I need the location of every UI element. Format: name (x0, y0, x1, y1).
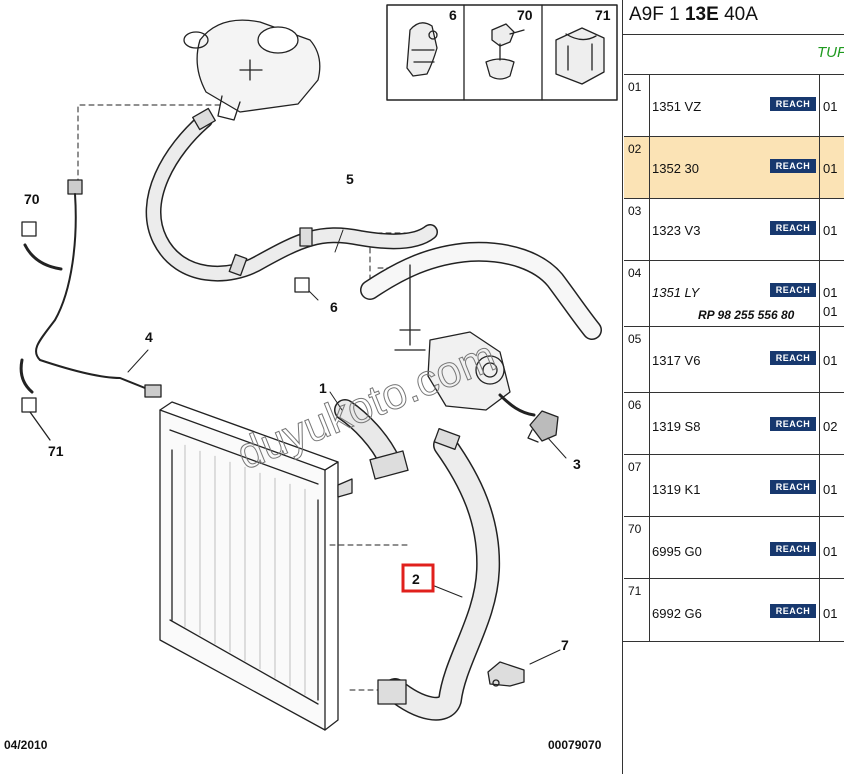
part-row-02[interactable]: 02 1352 30 REACH 01 (624, 136, 844, 198)
row-number: 04 (628, 266, 642, 280)
part-reference[interactable]: 6992 G6 (652, 606, 702, 621)
inset-label-70: 70 (517, 7, 533, 23)
sensor-harness (19, 179, 162, 398)
part-row-06[interactable]: 06 1319 S8 REACH 02 (624, 392, 844, 454)
row-number: 07 (628, 460, 642, 474)
reach-badge[interactable]: REACH (770, 417, 816, 431)
diagram-reference: 00079070 (548, 738, 602, 752)
quantity: 01 (823, 482, 838, 497)
callout-70[interactable]: 70 (24, 191, 40, 207)
outlet-pipe (360, 241, 602, 351)
part-row-71[interactable]: 71 6992 G6 REACH 01 (624, 578, 844, 641)
hose-clamps (192, 107, 313, 277)
title-suffix: 40A (718, 4, 758, 25)
row-number: 70 (628, 522, 642, 536)
part-reference[interactable]: 1319 K1 (652, 482, 701, 497)
part-reference[interactable]: 1352 30 (652, 161, 699, 176)
part-row-03[interactable]: 03 1323 V3 REACH 01 (624, 198, 844, 260)
row-number: 03 (628, 204, 642, 218)
row-number: 06 (628, 398, 642, 412)
reach-badge[interactable]: REACH (770, 604, 816, 618)
quantity: 01 (823, 223, 838, 238)
callout-6[interactable]: 6 (330, 299, 338, 315)
inset-label-71: 71 (595, 7, 611, 23)
quantity: 01 (823, 285, 838, 300)
exploded-view-drawing: duyukoto.com 5 6 4 1 3 2 7 70 71 6 70 71 (19, 4, 618, 731)
reach-badge[interactable]: REACH (770, 542, 816, 556)
parts-diagram: duyukoto.com 5 6 4 1 3 2 7 70 71 6 70 71… (4, 4, 618, 752)
quantity: 01 (823, 353, 838, 368)
callout-5[interactable]: 5 (346, 171, 354, 187)
reach-badge[interactable]: REACH (770, 221, 816, 235)
divider (623, 641, 844, 642)
callout-4[interactable]: 4 (145, 329, 153, 345)
diagram-date: 04/2010 (4, 738, 48, 752)
parts-list-panel: A9F 1 13E 40A TUF 01 1351 VZ REACH 01 02… (622, 0, 844, 774)
row-number: 01 (628, 80, 642, 94)
highlight-box (401, 563, 435, 593)
reach-badge[interactable]: REACH (770, 97, 816, 111)
part-reference[interactable]: 1351 LY (652, 285, 700, 300)
quantity: 01 (823, 161, 838, 176)
expansion-tank (183, 19, 321, 121)
title-bold: 13E (684, 4, 719, 25)
panel-green-label: TUF (817, 44, 844, 61)
bleed-screw (527, 410, 559, 443)
part-reference[interactable]: 1351 VZ (652, 99, 702, 114)
hose-clip-7 (487, 661, 525, 687)
thermostat-housing (427, 331, 536, 417)
reach-badge[interactable]: REACH (770, 480, 816, 494)
inset-label-6: 6 (449, 7, 457, 23)
reach-badge[interactable]: REACH (770, 159, 816, 173)
part-row-70[interactable]: 70 6995 G0 REACH 01 (624, 516, 844, 578)
replacement-reference[interactable]: RP 98 255 556 80 (698, 308, 795, 322)
part-reference[interactable]: 1319 S8 (652, 419, 701, 434)
quantity: 01 (823, 99, 838, 114)
radiator (159, 401, 353, 731)
reach-badge[interactable]: REACH (770, 283, 816, 297)
quantity: 02 (823, 419, 838, 434)
callout-7[interactable]: 7 (561, 637, 569, 653)
clip-inset-box (386, 4, 618, 101)
callout-1[interactable]: 1 (319, 380, 327, 396)
part-row-07[interactable]: 07 1319 K1 REACH 01 (624, 454, 844, 516)
part-reference[interactable]: 1317 V6 (652, 353, 701, 368)
row-number: 05 (628, 332, 642, 346)
title-prefix: A9F 1 (629, 4, 685, 25)
clip-71-icon (555, 27, 605, 85)
part-row-01[interactable]: 01 1351 VZ REACH 01 (624, 74, 844, 136)
row-number: 02 (628, 142, 642, 156)
panel-title: A9F 1 13E 40A (629, 4, 758, 26)
divider (623, 34, 844, 35)
part-reference[interactable]: 1323 V3 (652, 223, 701, 238)
quantity: 01 (823, 606, 838, 621)
callout-2[interactable]: 2 (412, 571, 420, 587)
callout-71[interactable]: 71 (48, 443, 64, 459)
part-reference[interactable]: 6995 G0 (652, 544, 702, 559)
part-row-05[interactable]: 05 1317 V6 REACH 01 (624, 326, 844, 392)
clip-70-icon (485, 23, 525, 80)
quantity: 01 (823, 544, 838, 559)
clip-6-icon (406, 22, 438, 77)
part-row-04[interactable]: 04 1351 LY REACH 01 RP 98 255 556 80 01 (624, 260, 844, 326)
row-number: 71 (628, 584, 642, 598)
reach-badge[interactable]: REACH (770, 351, 816, 365)
replacement-quantity: 01 (823, 304, 838, 319)
callout-3[interactable]: 3 (573, 456, 581, 472)
